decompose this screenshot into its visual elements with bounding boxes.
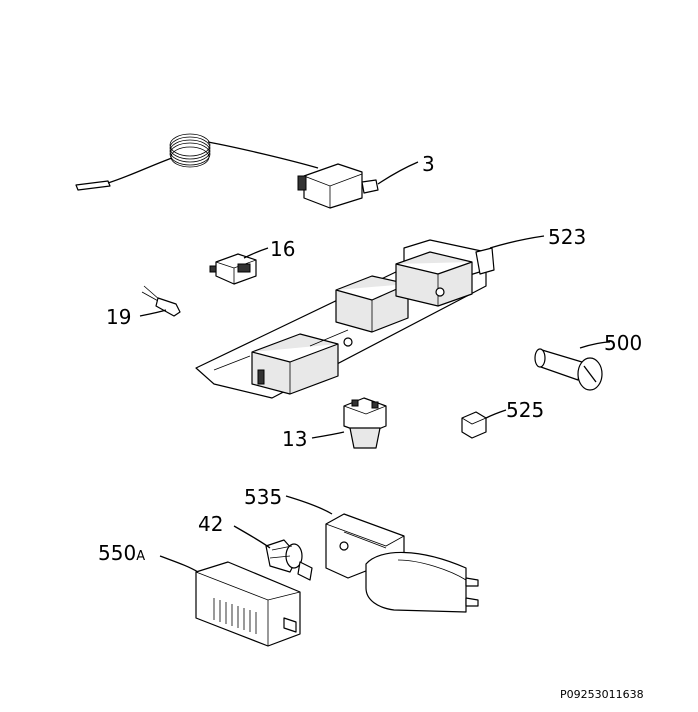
part-label-3: 3 [422,152,435,176]
reference-code: P09253011638 [560,688,644,701]
part-label-535: 535 [244,485,282,509]
part-500-screw [534,341,611,391]
part-525-cap [461,409,507,439]
part-16-switch [209,247,269,285]
part-535-light-cover [285,495,479,613]
part-label-525: 525 [506,398,544,422]
part-label-19: 19 [106,305,131,329]
part-label-13: 13 [282,427,307,451]
part-label-16: 16 [270,237,295,261]
part-550a-grille-cap [159,555,301,647]
part-3-thermostat [75,133,419,209]
part-label-550a-number: 550 [98,541,136,565]
part-13-lamp-holder [311,397,387,449]
part-523-housing [195,235,545,399]
part-19-wire-connector [139,285,181,317]
part-42-lamp [233,525,313,581]
part-label-550a: 550A [98,541,145,565]
part-label-42: 42 [198,512,223,536]
part-label-500: 500 [604,331,642,355]
grille-slots [213,598,257,634]
part-label-550a-suffix: A [136,549,145,564]
part-label-523: 523 [548,225,586,249]
